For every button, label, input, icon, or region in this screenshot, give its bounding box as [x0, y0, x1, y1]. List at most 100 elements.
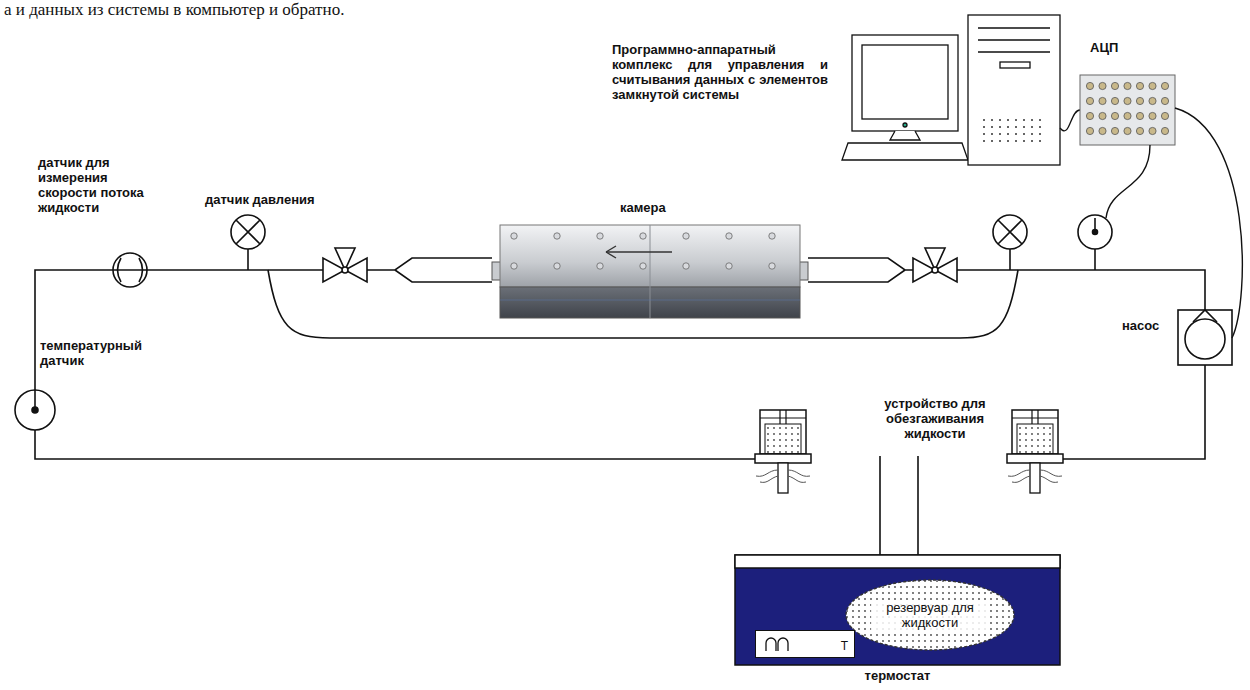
pipe	[367, 258, 492, 270]
pipes	[35, 258, 1205, 588]
adc-jack	[1099, 112, 1106, 119]
heater-mark: T	[796, 639, 848, 653]
adc-box	[1080, 75, 1242, 338]
vent-hole	[1023, 126, 1025, 128]
adc-jack	[1111, 97, 1118, 104]
chamber	[492, 225, 808, 318]
adc-jack	[1086, 127, 1093, 134]
adc-jack	[1136, 97, 1143, 104]
part-label: насос	[1122, 318, 1174, 333]
vent-hole	[1007, 119, 1009, 121]
vent-hole	[1007, 140, 1009, 142]
adc-jack	[1111, 127, 1118, 134]
adc-jack	[1161, 127, 1168, 134]
vent-hole	[1023, 133, 1025, 135]
vent-hole	[1015, 126, 1017, 128]
screw-head	[640, 233, 646, 239]
screw-head	[511, 233, 517, 239]
pipe	[35, 270, 113, 390]
vent-hole	[991, 133, 993, 135]
thermostat-bath	[735, 555, 1060, 665]
adc-jack	[1124, 82, 1131, 89]
thermostat-label: термостат	[735, 668, 1060, 683]
adc-jack	[1086, 82, 1093, 89]
adc-jack	[1099, 82, 1106, 89]
three-way-valve	[323, 248, 367, 282]
thermostat-bath: термостатрезервуар для жидкостиT	[735, 555, 1060, 665]
gauge-sensor	[1078, 215, 1112, 270]
reservoir-ellipse: резервуар для жидкости	[845, 579, 1015, 651]
computer	[842, 15, 1080, 165]
screw-head	[683, 263, 689, 269]
vent-hole	[1031, 133, 1033, 135]
adc-jack	[1086, 112, 1093, 119]
pipe	[808, 270, 905, 282]
part-label: температурный датчик	[40, 338, 150, 368]
pipe	[147, 269, 323, 271]
screw-head	[640, 263, 646, 269]
vent-hole	[1031, 140, 1033, 142]
vent-hole	[1007, 126, 1009, 128]
pressure-sensor	[993, 215, 1027, 270]
adc-jack	[1161, 82, 1168, 89]
vent-hole	[1023, 140, 1025, 142]
adc-jack	[1136, 127, 1143, 134]
part-label: Программно-аппаратный комплекс для управ…	[612, 42, 828, 102]
vent-hole	[991, 119, 993, 121]
screw-head	[554, 263, 560, 269]
vent-hole	[1031, 126, 1033, 128]
screw-head	[683, 233, 689, 239]
part-label: камера	[620, 200, 700, 215]
vent-hole	[1023, 119, 1025, 121]
adc-jack	[1099, 97, 1106, 104]
heater-box: T	[755, 630, 855, 658]
vent-hole	[1039, 126, 1041, 128]
adc-jack	[1086, 97, 1093, 104]
vent-hole	[983, 126, 985, 128]
vent-hole	[999, 119, 1001, 121]
adc-jack	[1149, 97, 1156, 104]
screw-head	[726, 233, 732, 239]
screw-head	[769, 233, 775, 239]
heater-symbol	[756, 631, 854, 657]
adc-jack	[1161, 112, 1168, 119]
vent-hole	[1039, 140, 1041, 142]
pipe	[808, 258, 913, 270]
degasser	[755, 410, 811, 493]
temperature-sensor	[15, 390, 55, 430]
adc-jack	[1111, 82, 1118, 89]
degasser	[1007, 410, 1063, 493]
pipe	[35, 430, 755, 459]
adc-jack	[1149, 127, 1156, 134]
screw-head	[726, 263, 732, 269]
screw-head	[511, 263, 517, 269]
part-label: устройство для обезгаживания жидкости	[860, 396, 1010, 441]
vent-hole	[991, 140, 993, 142]
adc-jack	[1136, 82, 1143, 89]
vent-hole	[1015, 119, 1017, 121]
vent-hole	[983, 140, 985, 142]
vent-hole	[1039, 133, 1041, 135]
adc-jack	[1099, 127, 1106, 134]
adc-jack	[1111, 112, 1118, 119]
screw-head	[554, 233, 560, 239]
vent-hole	[1015, 133, 1017, 135]
adc-jack	[1149, 82, 1156, 89]
adc-jack	[1124, 97, 1131, 104]
adc-jack	[1161, 97, 1168, 104]
screw-head	[769, 263, 775, 269]
vent-hole	[1015, 140, 1017, 142]
screw-head	[597, 233, 603, 239]
reservoir-label: резервуар для жидкости	[871, 600, 989, 630]
pipe	[1060, 365, 1205, 459]
screw-head	[597, 263, 603, 269]
pump	[1178, 310, 1232, 365]
vent-hole	[983, 119, 985, 121]
cropped-text-line: а и данных из системы в компьютер и обра…	[4, 0, 474, 20]
adc-jack	[1149, 112, 1156, 119]
part-label: датчик давления	[205, 192, 345, 207]
pipe	[957, 270, 1205, 310]
vent-hole	[999, 133, 1001, 135]
vent-hole	[999, 140, 1001, 142]
